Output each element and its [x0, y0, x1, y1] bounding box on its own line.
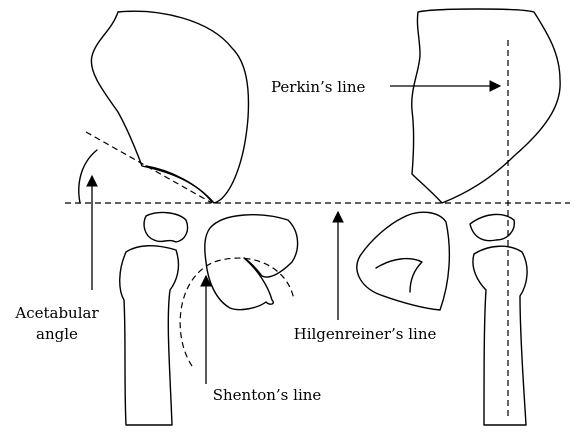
- acetabular-angle-arc: [79, 150, 97, 203]
- right-ilium: [412, 9, 560, 203]
- shentons-line-label: Shenton’s line: [213, 386, 322, 404]
- perkins-line-label: Perkin’s line: [271, 78, 366, 96]
- left-femoral-head: [205, 215, 298, 310]
- left-femoral-shaft: [120, 246, 179, 425]
- right-triradiate-fragment: [470, 214, 514, 240]
- acetabular-angle-label-line1: Acetabular: [14, 304, 99, 322]
- acetabular-angle-label-line2: angle: [36, 325, 78, 343]
- right-femoral-head: [357, 212, 449, 310]
- right-femoral-shaft: [473, 246, 527, 425]
- right-femoral-head-notch: [376, 259, 422, 292]
- hilgenreiners-line-label: Hilgenreiner’s line: [294, 325, 437, 343]
- left-ilium: [91, 11, 248, 203]
- acetabular-angle-line: [86, 132, 212, 203]
- left-triradiate-fragment: [144, 213, 187, 242]
